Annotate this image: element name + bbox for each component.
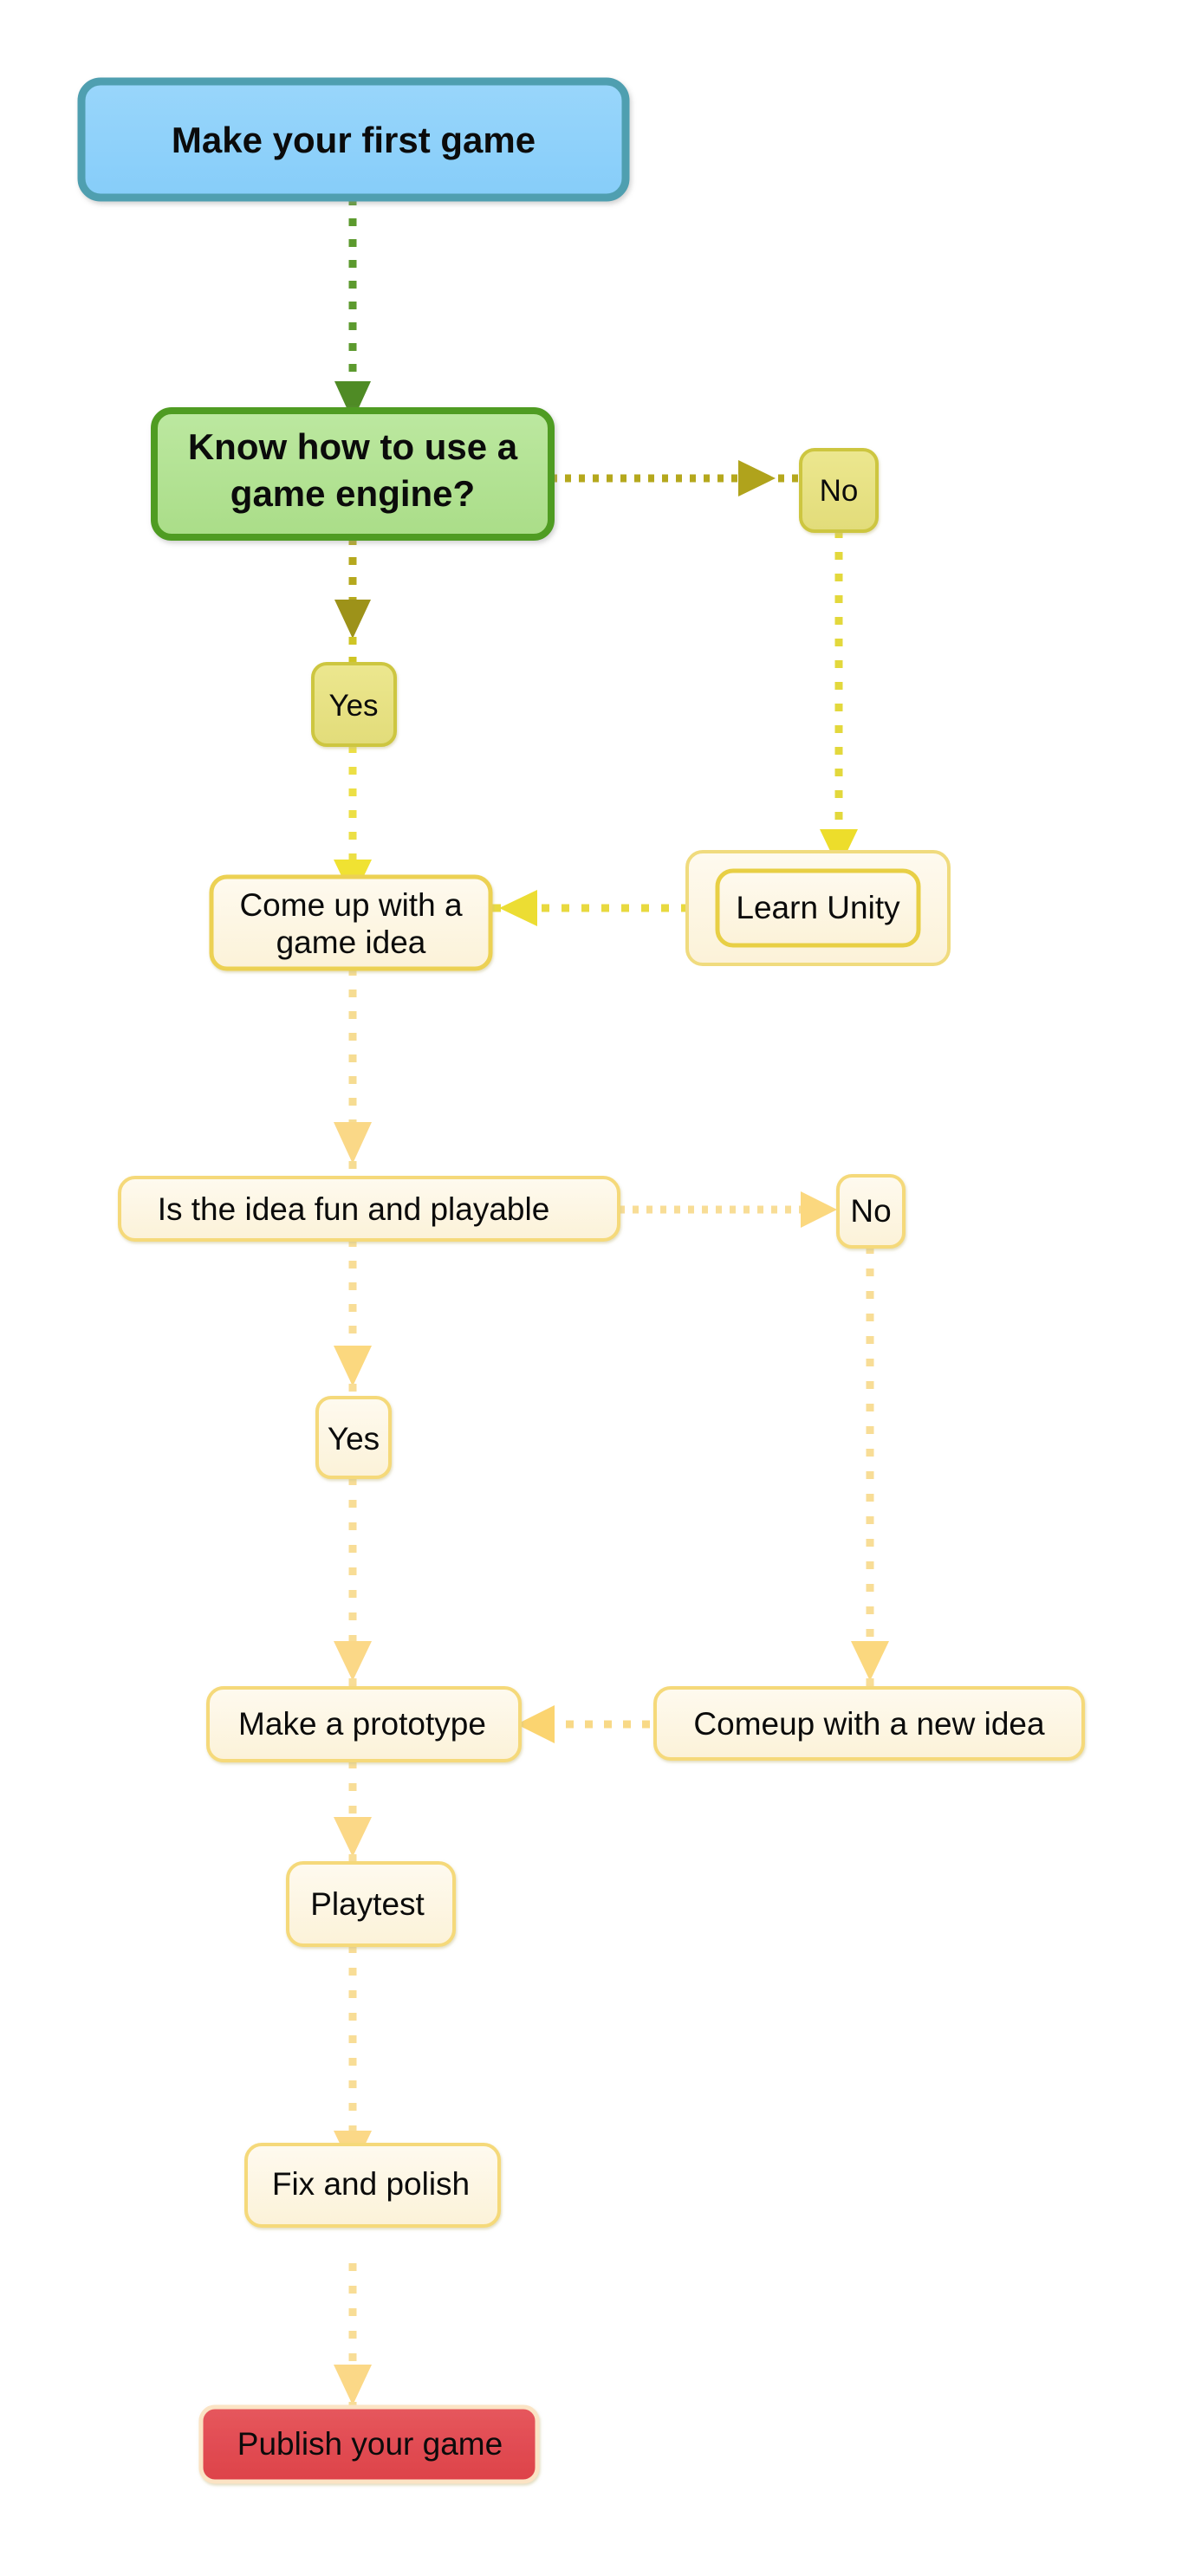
node-new-idea[interactable] — [653, 1686, 1085, 1761]
node-edge-label-yes-1-text: Yes — [328, 689, 378, 723]
node-question-engine-label-line1: Know how to use a — [188, 426, 518, 467]
node-question-fun-label: Is the idea fun and playable — [158, 1191, 550, 1227]
node-new-idea-shape[interactable] — [653, 1686, 1085, 1761]
node-playtest-shape[interactable] — [286, 1861, 456, 1947]
edge-yes-2-to-prototype — [334, 1477, 372, 1694]
node-fix-polish-shape[interactable] — [244, 2143, 501, 2228]
edge-prototype-to-playtest — [334, 1761, 372, 1865]
node-question-engine[interactable] — [151, 407, 555, 541]
node-start-label: Make your first game — [172, 120, 536, 160]
node-edge-label-no-2-shape[interactable] — [836, 1174, 906, 1249]
node-question-fun[interactable] — [118, 1176, 620, 1242]
node-publish[interactable] — [198, 2404, 540, 2484]
edge-no-2-to-new-idea — [851, 1246, 889, 1694]
edge-fix-polish-to-publish — [334, 2263, 372, 2414]
node-edge-label-no-1[interactable] — [799, 448, 879, 533]
edge-game-idea-to-question-fun — [334, 968, 372, 1180]
node-learn-unity[interactable] — [685, 850, 951, 966]
node-playtest-label: Playtest — [310, 1886, 425, 1922]
node-edge-label-no-1-shape[interactable] — [799, 448, 879, 533]
node-question-fun-shape[interactable] — [118, 1176, 620, 1242]
node-learn-unity-inner-shape[interactable] — [715, 868, 921, 948]
node-edge-label-no-2-text: No — [850, 1193, 891, 1229]
node-playtest[interactable] — [286, 1861, 456, 1947]
node-fix-polish[interactable] — [244, 2143, 501, 2228]
edge-no-1-to-learn-unity — [820, 530, 858, 897]
node-question-engine-shape[interactable] — [151, 407, 555, 541]
node-game-idea-shape[interactable] — [209, 874, 493, 971]
node-new-idea-label: Comeup with a new idea — [693, 1706, 1045, 1742]
node-game-idea-label-line2: game idea — [276, 925, 426, 960]
node-game-idea[interactable] — [209, 874, 493, 971]
node-start[interactable] — [77, 77, 630, 202]
edge-question-engine-to-yes-1 — [334, 537, 371, 665]
node-publish-shape[interactable] — [198, 2404, 540, 2484]
edge-new-idea-to-prototype — [511, 1705, 650, 1743]
node-edge-label-yes-1-shape[interactable] — [311, 662, 397, 747]
node-fix-polish-label: Fix and polish — [272, 2166, 470, 2202]
edge-learn-unity-to-game-idea — [490, 890, 689, 926]
node-edge-label-yes-2[interactable] — [315, 1396, 392, 1479]
edge-question-fun-to-no-2 — [619, 1191, 858, 1228]
edge-question-fun-to-yes-2 — [334, 1239, 372, 1399]
node-edge-label-yes-1[interactable] — [311, 662, 397, 747]
node-edge-label-no-2[interactable] — [836, 1174, 906, 1249]
node-learn-unity-label: Learn Unity — [736, 890, 900, 925]
node-prototype[interactable] — [206, 1686, 522, 1762]
edge-question-engine-to-no-1 — [551, 460, 799, 496]
node-question-engine-label-line2: game engine? — [230, 473, 475, 514]
node-prototype-shape[interactable] — [206, 1686, 522, 1762]
node-edge-label-yes-2-text: Yes — [328, 1421, 380, 1457]
node-prototype-label: Make a prototype — [238, 1706, 486, 1742]
node-edge-label-no-1-text: No — [820, 474, 859, 508]
node-start-shape[interactable] — [77, 77, 630, 202]
node-game-idea-label-line1: Come up with a — [239, 887, 462, 923]
edge-start-to-question-engine — [334, 198, 371, 421]
node-publish-label: Publish your game — [237, 2426, 503, 2462]
node-edge-label-yes-2-shape[interactable] — [315, 1396, 392, 1479]
